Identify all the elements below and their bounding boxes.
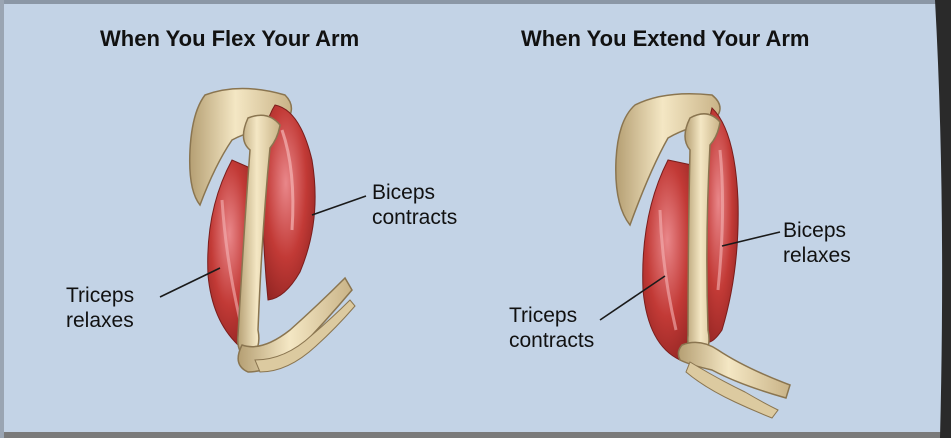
flex-heading: When You Flex Your Arm	[100, 26, 359, 52]
extend-heading: When You Extend Your Arm	[521, 26, 809, 52]
triceps-contracts-label: Triceps contracts	[509, 303, 594, 353]
triceps-relaxes-label: Triceps relaxes	[66, 283, 134, 333]
biceps-contracts-label: Biceps contracts	[372, 180, 457, 230]
biceps-relaxes-label: Biceps relaxes	[783, 218, 851, 268]
